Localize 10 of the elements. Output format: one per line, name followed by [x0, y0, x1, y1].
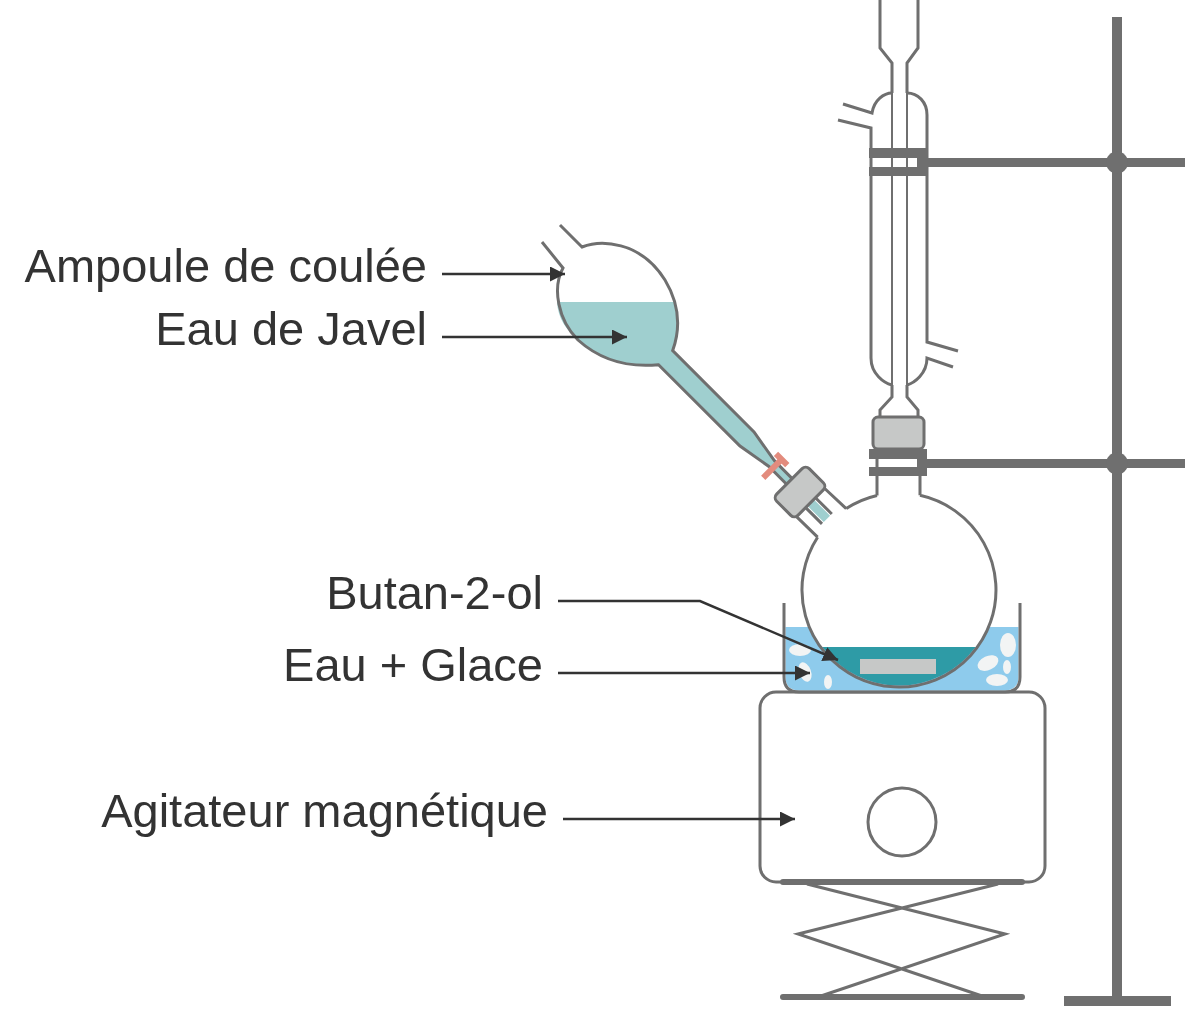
dropping-funnel: [540, 223, 834, 526]
leader-arrow: [558, 599, 839, 662]
part-label: Butan-2-ol: [326, 569, 543, 616]
leader-arrow: [442, 329, 627, 345]
leader-arrow: [563, 811, 795, 827]
leader-arrow: [558, 665, 810, 681]
part-label: Eau + Glace: [283, 641, 543, 688]
leader-arrow: [442, 266, 565, 282]
magnetic-stirrer: [758, 690, 1047, 884]
part-label: Eau de Javel: [155, 305, 427, 352]
